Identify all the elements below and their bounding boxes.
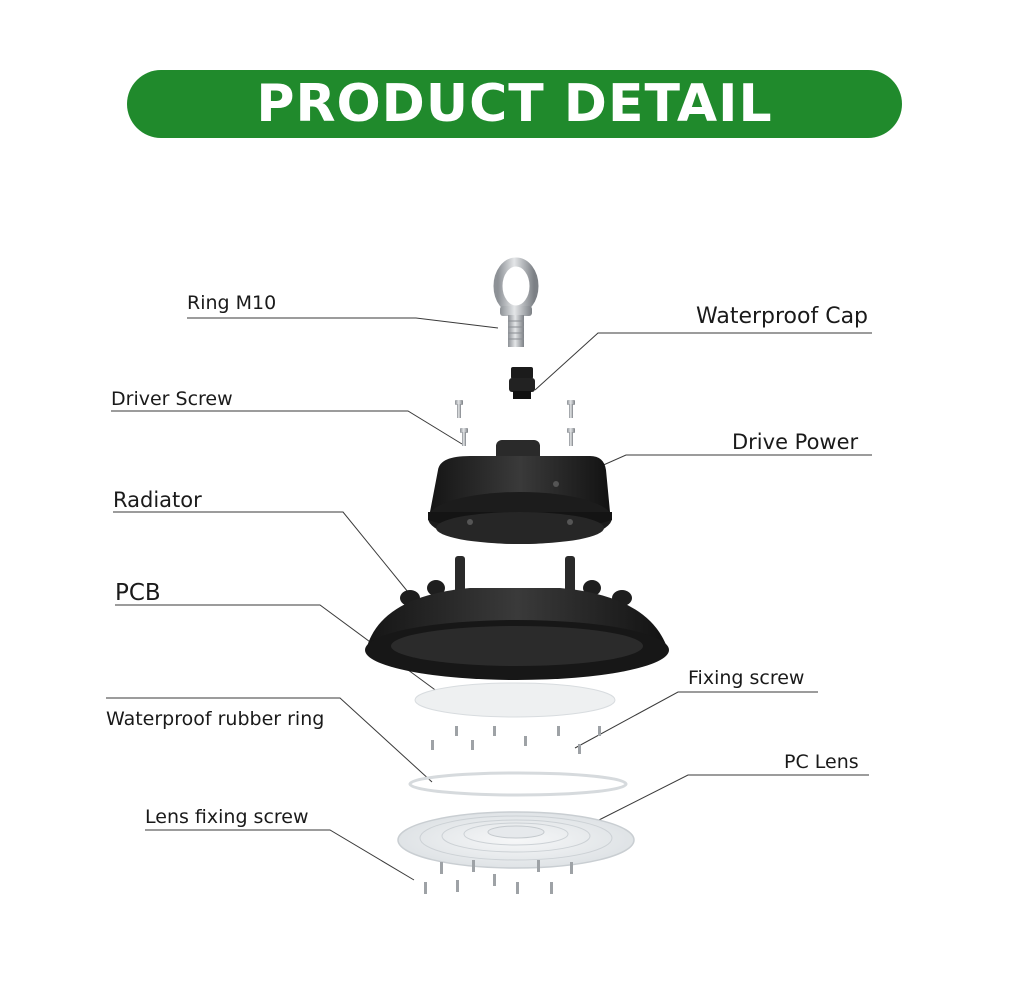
leader-lines (106, 317, 872, 881)
eye-collar (500, 306, 532, 316)
drive-power-part (428, 440, 612, 544)
label-lens-fixing-screw: Lens fixing screw (145, 806, 309, 828)
label-pc-lens: PC Lens (784, 751, 859, 773)
driver-screws (455, 400, 575, 446)
label-pcb: PCB (115, 580, 161, 606)
leader-fixing-screw (574, 691, 818, 749)
label-driver-screw: Driver Screw (111, 388, 233, 410)
pcb-part (414, 682, 616, 718)
eye-thread (508, 315, 524, 347)
leader-radiator (113, 511, 409, 593)
label-waterproof-cap: Waterproof Cap (696, 304, 869, 329)
label-waterproof-rubber-ring: Waterproof rubber ring (106, 708, 325, 730)
lens-fixing-screws (424, 860, 573, 894)
leader-lens-screw (145, 829, 415, 881)
ring-m10-part (493, 257, 539, 347)
leader-driver-screw (111, 410, 463, 445)
radiator-part (365, 556, 669, 680)
leader-ring (187, 317, 499, 329)
page-title: PRODUCT DETAIL (256, 74, 773, 134)
label-drive-power: Drive Power (732, 430, 859, 454)
label-radiator: Radiator (113, 488, 202, 512)
label-fixing-screw: Fixing screw (688, 667, 805, 689)
leader-pc-lens (594, 774, 869, 823)
pc-lens-part (397, 811, 635, 869)
leader-cap (534, 332, 872, 391)
label-ring-m10: Ring M10 (187, 292, 277, 314)
waterproof-cap-part (509, 367, 535, 399)
fixing-screws (431, 726, 601, 754)
rubber-ring-part (408, 771, 628, 797)
title-banner: PRODUCT DETAIL (127, 70, 902, 138)
leader-rubber-ring (106, 697, 433, 783)
eye-ring (493, 257, 539, 315)
